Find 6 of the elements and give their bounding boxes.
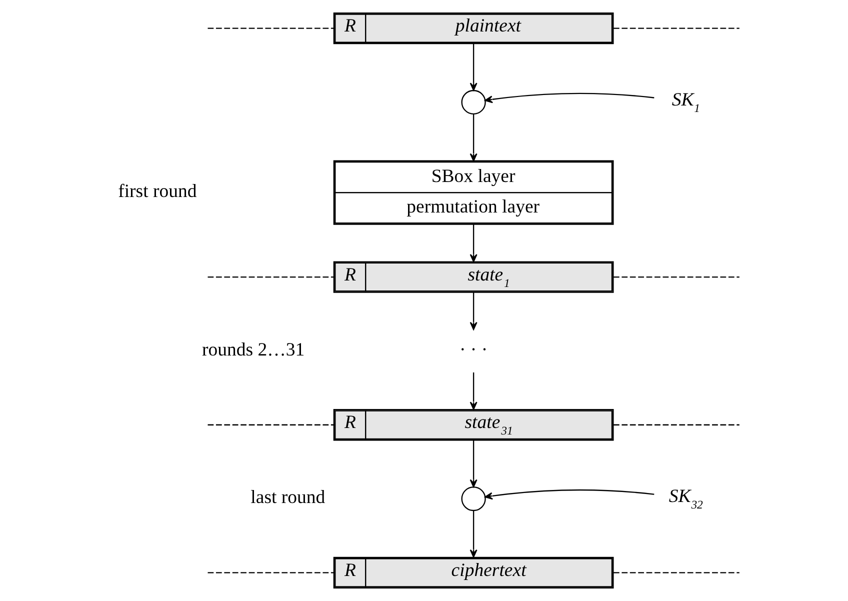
label: first round	[118, 181, 196, 202]
node-text: SK$_{1}$	[671, 90, 700, 116]
node-text: · · ·	[458, 339, 488, 360]
node-text: SK$_{32}$	[668, 486, 702, 512]
label: last round	[250, 487, 325, 508]
label: rounds 2…31	[201, 339, 304, 360]
